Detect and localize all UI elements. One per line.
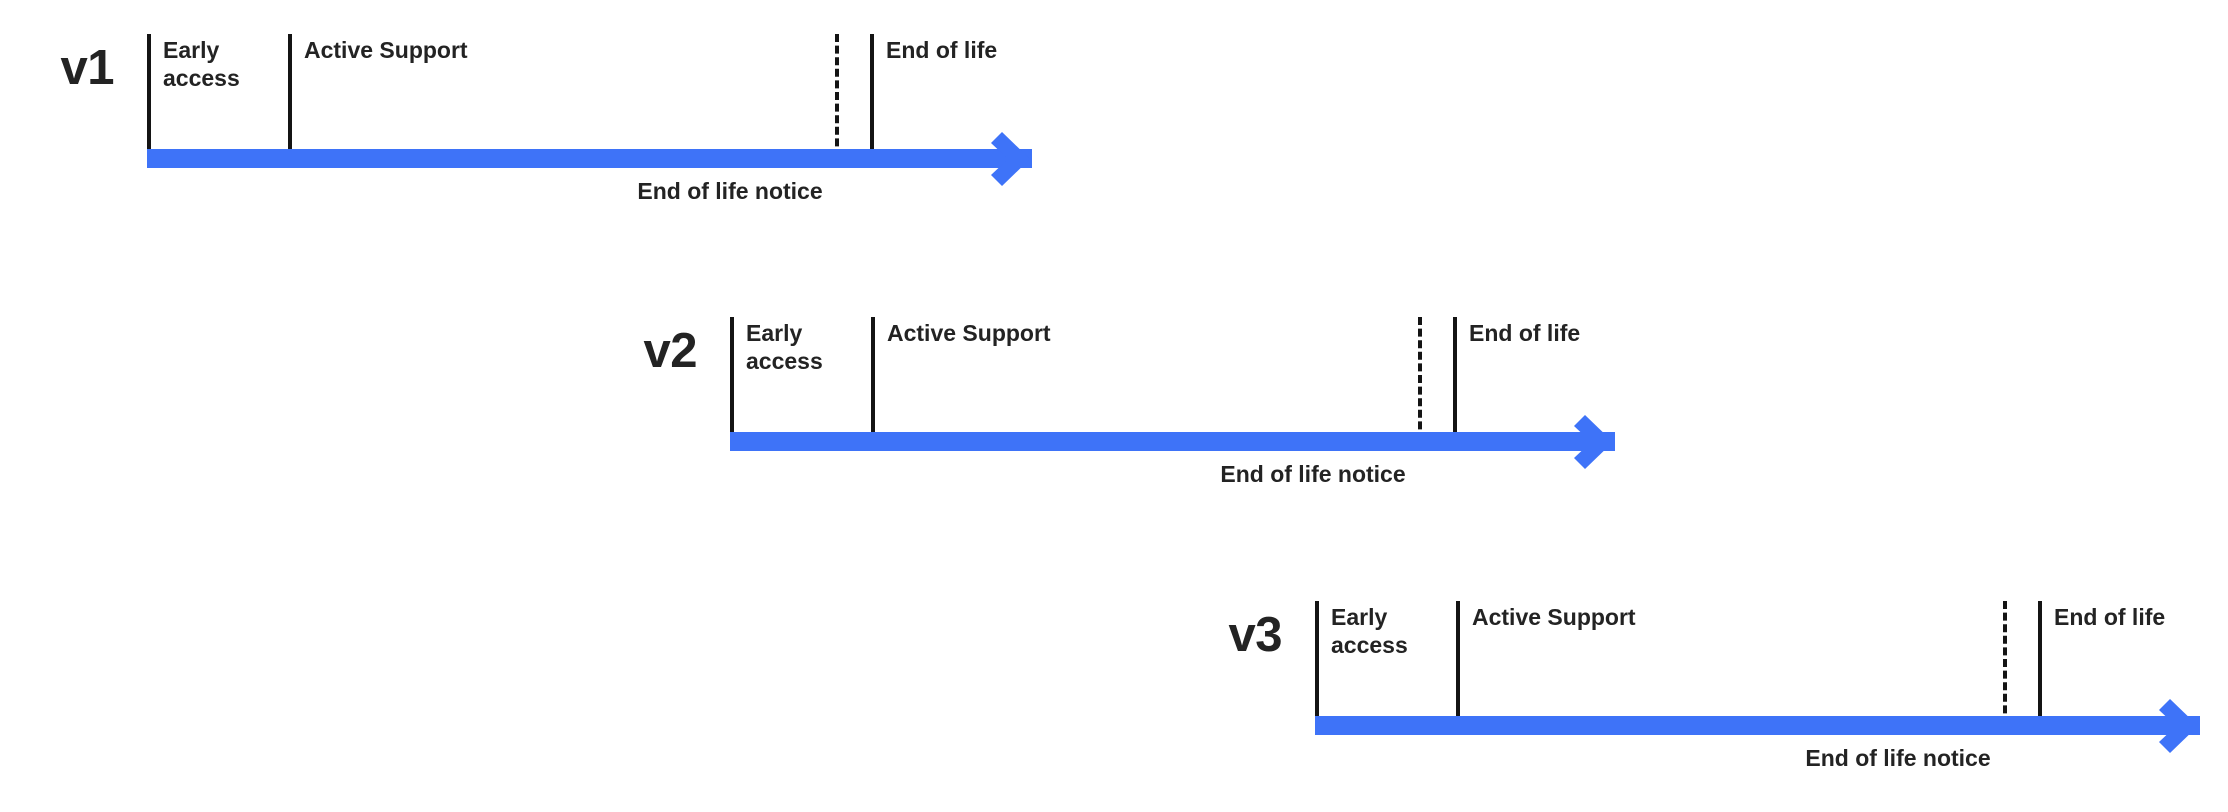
lifecycle-bar bbox=[147, 149, 1032, 168]
phase-label-active-support: Active Support bbox=[887, 320, 1051, 346]
lifecycle-bar bbox=[730, 432, 1615, 451]
timeline-row-v2: v2 Early access Active Support End of li… bbox=[613, 293, 1633, 493]
version-label-v1: v1 bbox=[60, 41, 114, 95]
version-label-v2: v2 bbox=[643, 324, 697, 378]
lifecycle-bar bbox=[1315, 716, 2200, 735]
phase-divider-start bbox=[1315, 601, 1319, 725]
phase-divider-end-of-life bbox=[2038, 601, 2042, 725]
end-of-life-notice-label: End of life notice bbox=[1805, 745, 1991, 771]
end-of-life-notice-label: End of life notice bbox=[637, 178, 823, 204]
phase-divider-active bbox=[1456, 601, 1460, 725]
end-of-life-notice-divider bbox=[1418, 317, 1422, 441]
phase-divider-active bbox=[288, 34, 292, 158]
version-label-v3: v3 bbox=[1228, 608, 1282, 662]
end-of-life-notice-divider bbox=[2003, 601, 2007, 725]
arrow-right-icon bbox=[1573, 415, 1627, 469]
arrow-right-icon bbox=[990, 132, 1044, 186]
phase-label-end-of-life: End of life bbox=[886, 37, 998, 63]
phase-divider-active bbox=[871, 317, 875, 441]
timeline-row-v1: v1 Early access Active Support End of li… bbox=[30, 10, 1050, 210]
end-of-life-notice-label: End of life notice bbox=[1220, 461, 1406, 487]
phase-label-early-access: Early access bbox=[1331, 604, 1408, 659]
phase-label-end-of-life: End of life bbox=[2054, 604, 2166, 630]
phase-label-end-of-life: End of life bbox=[1469, 320, 1581, 346]
phase-divider-end-of-life bbox=[870, 34, 874, 158]
phase-label-active-support: Active Support bbox=[304, 37, 468, 63]
phase-label-early-access: Early access bbox=[163, 37, 240, 92]
arrow-right-icon bbox=[2158, 699, 2212, 753]
timeline-row-v3: v3 Early access Active Support End of li… bbox=[1198, 577, 2218, 777]
phase-label-active-support: Active Support bbox=[1472, 604, 1636, 630]
phase-divider-end-of-life bbox=[1453, 317, 1457, 441]
phase-divider-start bbox=[147, 34, 151, 158]
end-of-life-notice-divider bbox=[835, 34, 839, 158]
phase-divider-start bbox=[730, 317, 734, 441]
phase-label-early-access: Early access bbox=[746, 320, 823, 375]
